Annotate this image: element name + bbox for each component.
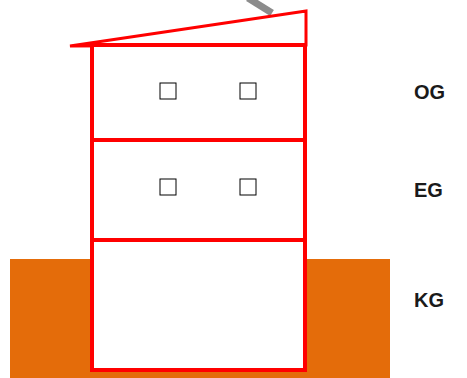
window	[240, 83, 256, 99]
floor-label: EG	[414, 180, 443, 200]
house-outline	[92, 45, 305, 370]
floor-label: OG	[414, 82, 445, 102]
window	[240, 179, 256, 195]
roof	[70, 11, 306, 46]
antenna	[248, 0, 272, 13]
window	[160, 83, 176, 99]
window	[160, 179, 176, 195]
floor-line	[92, 238, 305, 242]
floor-label: KG	[414, 290, 444, 310]
floor-line	[92, 138, 305, 142]
